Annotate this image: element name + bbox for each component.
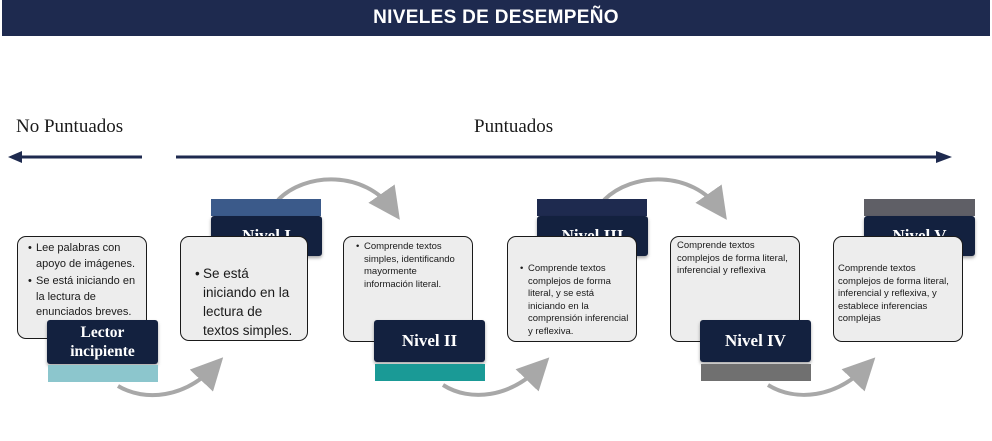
arrow-left-unscored [8, 151, 142, 163]
bullet-text: Se está iniciando en la lectura de enunc… [28, 274, 140, 321]
section-label-scored: Puntuados [474, 116, 554, 137]
accent-bar-nivel-3 [537, 199, 647, 216]
level-label-nivel-2: Nivel II [374, 320, 485, 362]
arrow-right-scored [176, 151, 952, 163]
header-banner: NIVELES DE DESEMPEÑO [2, 0, 990, 36]
page-title: NIVELES DE DESEMPEÑO [373, 7, 619, 28]
accent-bar-nivel-1 [211, 199, 321, 216]
card-nivel-3: Comprende textos complejos de forma lite… [507, 236, 637, 342]
bullet-text: Lee palabras con apoyo de imágenes. [28, 241, 140, 272]
bullet-text: Comprende textos complejos de forma lite… [520, 263, 630, 338]
accent-bar-nivel-2 [375, 364, 485, 381]
bullet-text: Se está iniciando en la lectura de texto… [195, 264, 301, 340]
accent-bar-lector-incipiente [48, 365, 158, 382]
card-nivel-5: Comprende textos complejos de forma lite… [833, 236, 963, 342]
accent-bar-nivel-5 [864, 199, 975, 216]
card-nivel-1: Se está iniciando en la lectura de texto… [180, 236, 308, 341]
accent-bar-nivel-4 [701, 364, 811, 381]
section-label-unscored: No Puntuados [16, 116, 124, 137]
description-text: Comprende textos complejos de forma lite… [838, 263, 949, 324]
level-label-nivel-4: Nivel IV [700, 320, 811, 362]
level-label-lector-incipiente: Lector incipiente [47, 320, 158, 364]
description-text: Comprende textos complejos de forma lite… [677, 240, 788, 276]
bullet-text: Comprende textos simples, identificando … [356, 241, 466, 291]
